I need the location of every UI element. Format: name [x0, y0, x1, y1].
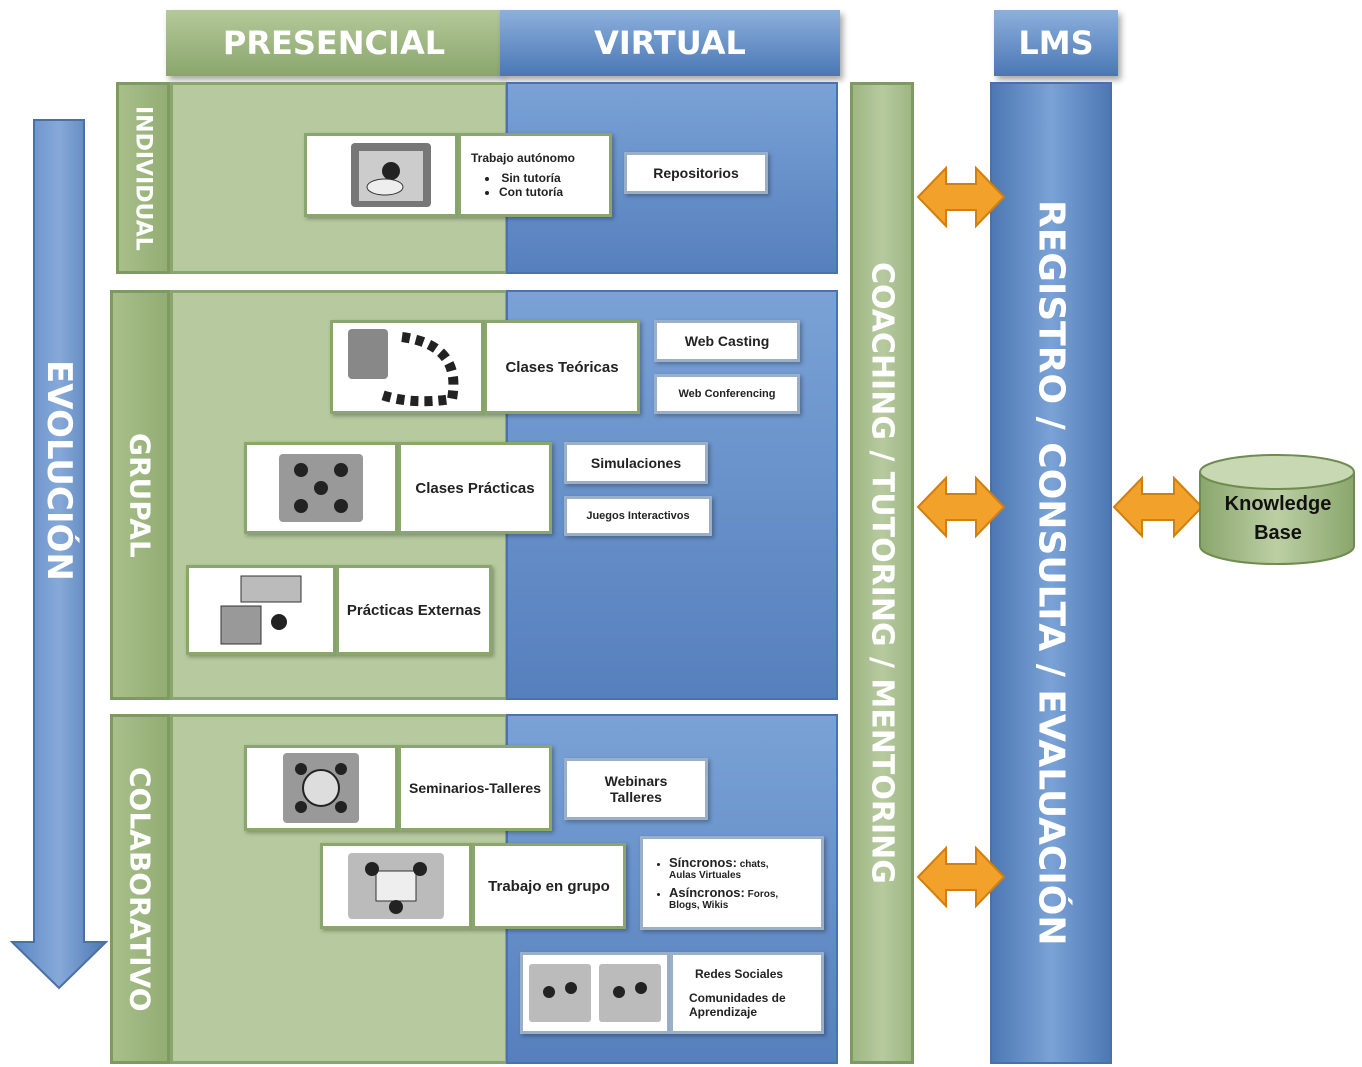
header-virtual: VIRTUAL [500, 10, 840, 76]
evolucion-label-wrap: EVOLUCIÓN [34, 120, 84, 820]
header-virtual-label: VIRTUAL [594, 24, 746, 62]
simulaciones-label: Simulaciones [590, 455, 682, 471]
bullet-sin-tutoria: Sin tutoría [499, 171, 563, 185]
sincronos-items: chats, [739, 859, 769, 870]
coaching-label: COACHING / TUTORING / MENTORING [864, 262, 900, 884]
registro-label: REGISTRO / CONSULTA / EVALUACIÓN [1030, 200, 1072, 946]
sincronos-item: Síncronos: chats,Aulas Virtuales [669, 855, 778, 881]
trabajo-grupo-box: Trabajo en grupo [472, 843, 626, 929]
asincronos-label: Asíncronos: [669, 885, 745, 900]
redes-sociales-box: Redes Sociales Comunidades de Aprendizaj… [670, 952, 824, 1034]
row-label-individual: INDIVIDUAL [116, 82, 170, 274]
group-table-icon [279, 454, 363, 522]
registro-column: REGISTRO / CONSULTA / EVALUACIÓN [990, 82, 1112, 1064]
redes-sociales-label: Redes Sociales [695, 967, 784, 981]
row-label-individual-text: INDIVIDUAL [130, 105, 156, 251]
knowledge-base-line2: Base [1254, 522, 1302, 544]
row-label-colaborativo-text: COLABORATIVO [123, 766, 157, 1012]
social-network-icon [529, 964, 661, 1022]
double-arrow-icon [916, 165, 1006, 229]
web-casting-label: Web Casting [684, 333, 770, 349]
trabajo-autonomo-box: Trabajo autónomo Sin tutoría Con tutoría [458, 133, 612, 217]
trabajo-autonomo-title: Trabajo autónomo [471, 151, 576, 165]
web-conferencing-label: Web Conferencing [678, 388, 776, 400]
double-arrow-icon [916, 845, 1006, 909]
web-casting-box: Web Casting [654, 320, 800, 362]
clases-teoricas-image [330, 320, 484, 414]
talleres-label: Talleres [610, 789, 662, 805]
double-arrow-icon [916, 475, 1006, 539]
clases-teoricas-label: Clases Teóricas [505, 358, 619, 376]
header-presencial: PRESENCIAL [166, 10, 502, 76]
repositorios-box: Repositorios [624, 152, 768, 194]
bullet-con-tutoria: Con tutoría [499, 185, 563, 199]
evolucion-label: EVOLUCIÓN [39, 359, 79, 581]
clases-practicas-box: Clases Prácticas [398, 442, 552, 534]
webinars-talleres-box: Webinars Talleres [564, 758, 708, 820]
seminarios-talleres-label: Seminarios-Talleres [408, 780, 542, 796]
header-presencial-label: PRESENCIAL [222, 24, 446, 62]
person-desk-icon [351, 143, 431, 207]
juegos-interactivos-label: Juegos Interactivos [586, 510, 690, 522]
sincronos-asincronos-list: Síncronos: chats,Aulas Virtuales Asíncro… [651, 855, 778, 911]
header-lms-label: LMS [1018, 24, 1094, 62]
database-icon [1199, 454, 1355, 565]
meeting-icon [283, 753, 359, 823]
sincronos-items2: Aulas Virtuales [669, 870, 742, 881]
coaching-column: COACHING / TUTORING / MENTORING [850, 82, 914, 1064]
sincronos-label: Síncronos: [669, 855, 737, 870]
seminarios-image [244, 745, 398, 831]
classroom-icon [348, 329, 459, 407]
trabajo-grupo-image [320, 843, 472, 929]
asincronos-items2: Blogs, Wikis [669, 900, 729, 911]
workplace-icon [220, 575, 302, 645]
row-label-colaborativo: COLABORATIVO [110, 714, 170, 1064]
comunidades-label-line2: Aprendizaje [689, 1005, 758, 1019]
practicas-externas-box: Prácticas Externas [336, 565, 492, 655]
knowledge-base-label: Knowledge Base [1200, 490, 1356, 548]
juegos-interactivos-box: Juegos Interactivos [564, 496, 712, 536]
web-conferencing-box: Web Conferencing [654, 374, 800, 414]
row-label-grupal-text: GRUPAL [123, 432, 157, 558]
clases-practicas-image [244, 442, 398, 534]
trabajo-autonomo-list: Sin tutoría Con tutoría [471, 171, 563, 199]
redes-sociales-image [520, 952, 670, 1034]
webinars-label: Webinars [604, 773, 668, 789]
asincronos-items: Foros, [747, 889, 779, 900]
evolucion-arrow [9, 119, 109, 990]
simulaciones-box: Simulaciones [564, 442, 708, 484]
trabajo-autonomo-image [304, 133, 458, 217]
clases-practicas-label: Clases Prácticas [415, 479, 535, 497]
asincronos-item: Asíncronos: Foros, Blogs, Wikis [669, 885, 778, 911]
comunidades-label-line1: Comunidades de [689, 991, 786, 1005]
sincronos-asincronos-box: Síncronos: chats,Aulas Virtuales Asíncro… [640, 836, 824, 930]
knowledge-base-line1: Knowledge [1224, 493, 1332, 515]
double-arrow-icon [1112, 475, 1204, 539]
clases-teoricas-box: Clases Teóricas [484, 320, 640, 414]
header-lms: LMS [994, 10, 1118, 76]
trabajo-grupo-label: Trabajo en grupo [488, 877, 610, 895]
practicas-externas-image [186, 565, 336, 655]
repositorios-label: Repositorios [653, 165, 739, 181]
seminarios-talleres-box: Seminarios-Talleres [398, 745, 552, 831]
practicas-externas-label: Prácticas Externas [346, 601, 482, 619]
row-label-grupal: GRUPAL [110, 290, 170, 700]
teamwork-icon [348, 853, 444, 919]
